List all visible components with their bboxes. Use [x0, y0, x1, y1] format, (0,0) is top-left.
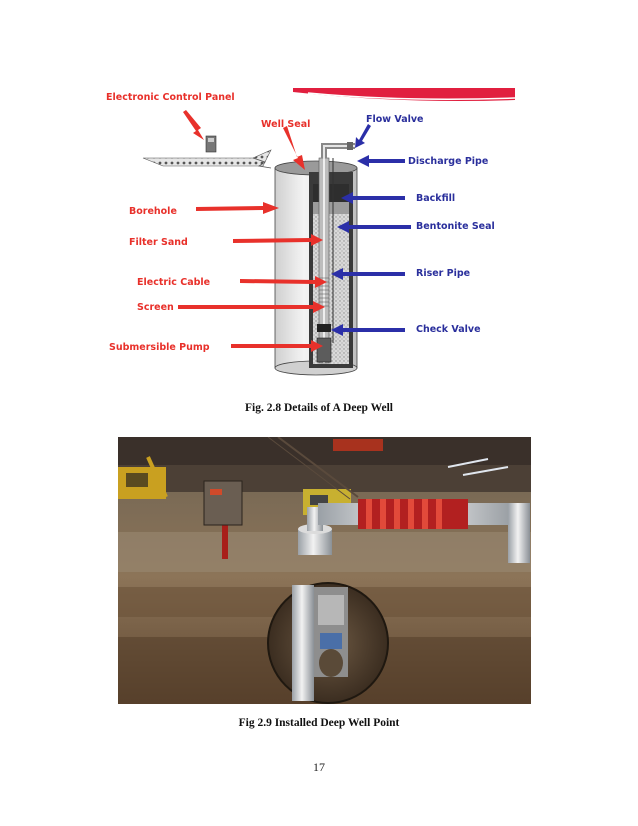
page-number: 17 — [313, 760, 325, 774]
label-filter-sand: Filter Sand — [129, 237, 188, 248]
installed-well-point-photo — [118, 437, 531, 704]
control-panel-post — [222, 523, 228, 559]
label-backfill: Backfill — [416, 193, 455, 204]
construction-site-photo — [118, 437, 531, 704]
red-arrows — [178, 110, 327, 352]
label-riser-pipe: Riser Pipe — [416, 268, 470, 279]
label-well-seal: Well Seal — [261, 119, 310, 130]
figure-caption-2-9: Fig 2.9 Installed Deep Well Point — [238, 717, 400, 729]
figure-caption-2-8: Fig. 2.8 Details of A Deep Well — [244, 402, 393, 414]
label-check-valve: Check Valve — [416, 324, 481, 335]
deep-well-illustration: Electronic Control Panel Well Seal Flow … — [106, 88, 515, 376]
label-electric-cable: Electric Cable — [137, 277, 210, 288]
label-flow-valve: Flow Valve — [366, 114, 424, 125]
label-borehole: Borehole — [129, 206, 177, 217]
label-control-panel: Electronic Control Panel — [106, 92, 235, 103]
red-swoosh — [293, 88, 515, 101]
pump — [316, 337, 332, 363]
deep-well-diagram: Electronic Control Panel Well Seal Flow … — [103, 88, 515, 386]
label-submersible-pump: Submersible Pump — [109, 342, 210, 353]
label-discharge-pipe: Discharge Pipe — [408, 156, 488, 167]
control-panel-box — [203, 480, 243, 526]
control-panel-box — [205, 135, 217, 153]
label-screen: Screen — [137, 302, 174, 313]
label-bentonite-seal: Bentonite Seal — [416, 221, 495, 232]
blue-arrows — [331, 124, 411, 336]
